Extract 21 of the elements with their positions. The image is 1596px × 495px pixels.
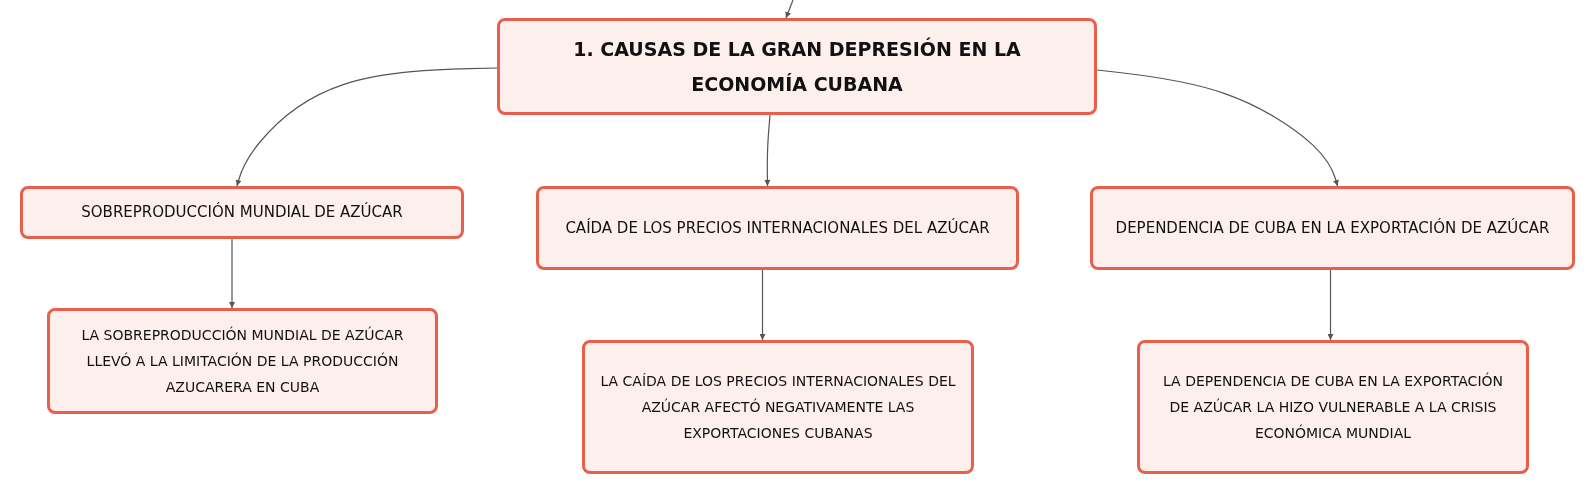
node-text: 1. CAUSAS DE LA GRAN DEPRESIÓN EN LA ECONOMÍA CUBANA — [572, 36, 1022, 97]
arrow — [785, 0, 794, 19]
node-text: SOBREPRODUCCIÓN MUNDIAL DE AZÚCAR — [81, 201, 403, 223]
concept-box — [582, 340, 974, 474]
arrow — [759, 269, 766, 341]
arrow — [229, 238, 235, 309]
concept-box — [1090, 186, 1575, 270]
concept-box — [47, 308, 438, 414]
arrow — [1096, 69, 1339, 187]
node-text: LA DEPENDENCIA DE CUBA EN LA EXPORTACIÓN DE AZÚCAR LA HIZO VULNERABLE A LA CRISIS ECONÓMICA MUNDIAL — [1162, 371, 1504, 443]
node-text: LA SOBREPRODUCCIÓN MUNDIAL DE AZÚCAR LLEVÓ A LA LIMITACIÓN DE LA PRODUCCIÓN AZUCARERA EN CUBA — [80, 325, 405, 397]
node-text: DEPENDENCIA DE CUBA EN LA EXPORTACIÓN DE AZÚCAR — [1115, 217, 1550, 239]
node-text: LA CAÍDA DE LOS PRECIOS INTERNACIONALES DEL AZÚCAR AFECTÓ NEGATIVAMENTE LAS EXPORTACIONES CUBANAS — [599, 372, 957, 443]
concept-box — [20, 186, 464, 239]
concept-box — [536, 186, 1019, 270]
arrow — [764, 114, 771, 187]
node-text: CAÍDA DE LOS PRECIOS INTERNACIONALES DEL AZÚCAR — [565, 217, 990, 239]
concept-box — [1137, 340, 1529, 474]
arrow — [235, 67, 498, 187]
arrow — [1327, 269, 1334, 341]
title-box — [497, 18, 1097, 115]
